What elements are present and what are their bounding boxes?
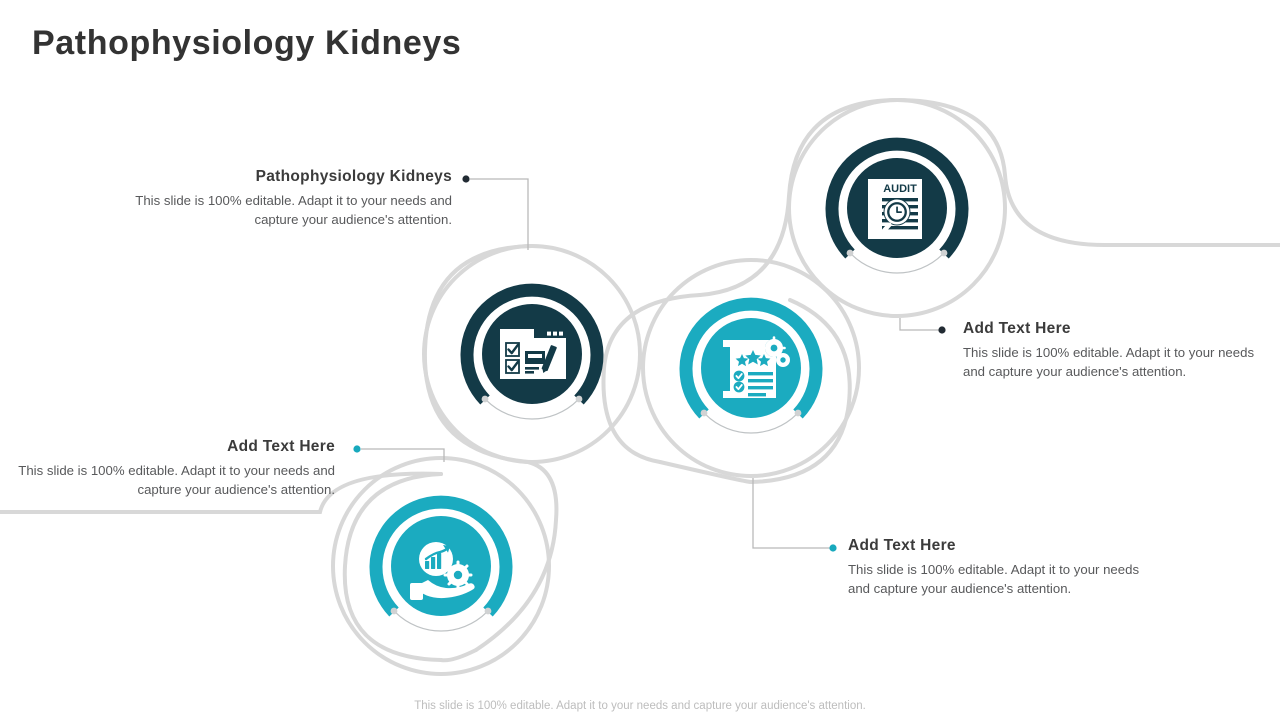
- outer-ring-audit: [787, 98, 1007, 318]
- browser-arc-cap-right: [575, 395, 583, 403]
- bullet-block-2: [353, 445, 361, 453]
- rating-arc-cap-right: [794, 409, 802, 417]
- node-rating-gears[interactable]: [679, 297, 823, 434]
- text-block-4: Add Text Here This slide is 100% editabl…: [848, 537, 1148, 598]
- audit-arc-cap-left: [846, 249, 854, 257]
- outer-ring-hand: [331, 456, 551, 676]
- node-outer-rings: [331, 98, 1007, 676]
- text-block-1: Pathophysiology Kidneys This slide is 10…: [118, 168, 452, 229]
- hand-arc-ring: [369, 495, 513, 617]
- audit-arc-ring: [825, 137, 969, 259]
- text-block-2-heading: Add Text Here: [227, 438, 335, 455]
- text-block-4-heading: Add Text Here: [848, 537, 956, 554]
- browser-window-checklist-icon: [498, 327, 568, 381]
- hand-arc-cap-left: [390, 607, 398, 615]
- leader-bullets: [353, 175, 946, 552]
- text-block-3-heading: Add Text Here: [963, 320, 1071, 337]
- rating-arc-ring: [679, 297, 823, 419]
- outer-ring-rating: [641, 258, 861, 478]
- rating-arc-cap-left: [700, 409, 708, 417]
- slide-footer-note: This slide is 100% editable. Adapt it to…: [414, 700, 866, 712]
- leader-block-3: [899, 318, 940, 331]
- browser-arc-ring: [460, 283, 604, 405]
- audit-document-magnifier-clock-icon: [866, 177, 924, 241]
- hand-arc-cap-right: [484, 607, 492, 615]
- bullet-block-1: [462, 175, 470, 183]
- audit-arc-cap-right: [940, 249, 948, 257]
- text-block-1-heading: Pathophysiology Kidneys: [255, 168, 452, 185]
- text-block-1-body: This slide is 100% editable. Adapt it to…: [135, 193, 452, 227]
- bullet-block-4: [829, 544, 837, 552]
- leader-block-2: [361, 448, 445, 462]
- leader-block-4: [752, 478, 833, 549]
- bullet-block-3: [938, 326, 946, 334]
- leader-block-1: [470, 178, 529, 250]
- text-block-3-body: This slide is 100% editable. Adapt it to…: [963, 345, 1255, 379]
- text-block-2-body: This slide is 100% editable. Adapt it to…: [18, 463, 335, 497]
- text-block-3: Add Text Here This slide is 100% editabl…: [963, 320, 1263, 381]
- leader-lines: [361, 178, 940, 549]
- node-audit[interactable]: [825, 137, 969, 274]
- node-browser-checklist[interactable]: [460, 283, 604, 420]
- text-block-2: Add Text Here This slide is 100% editabl…: [8, 438, 335, 499]
- outer-ring-browser: [422, 244, 642, 464]
- page-title: Pathophysiology Kidneys: [32, 24, 462, 62]
- node-hand-growth[interactable]: [369, 495, 513, 632]
- text-block-4-body: This slide is 100% editable. Adapt it to…: [848, 562, 1140, 596]
- browser-arc-cap-left: [481, 395, 489, 403]
